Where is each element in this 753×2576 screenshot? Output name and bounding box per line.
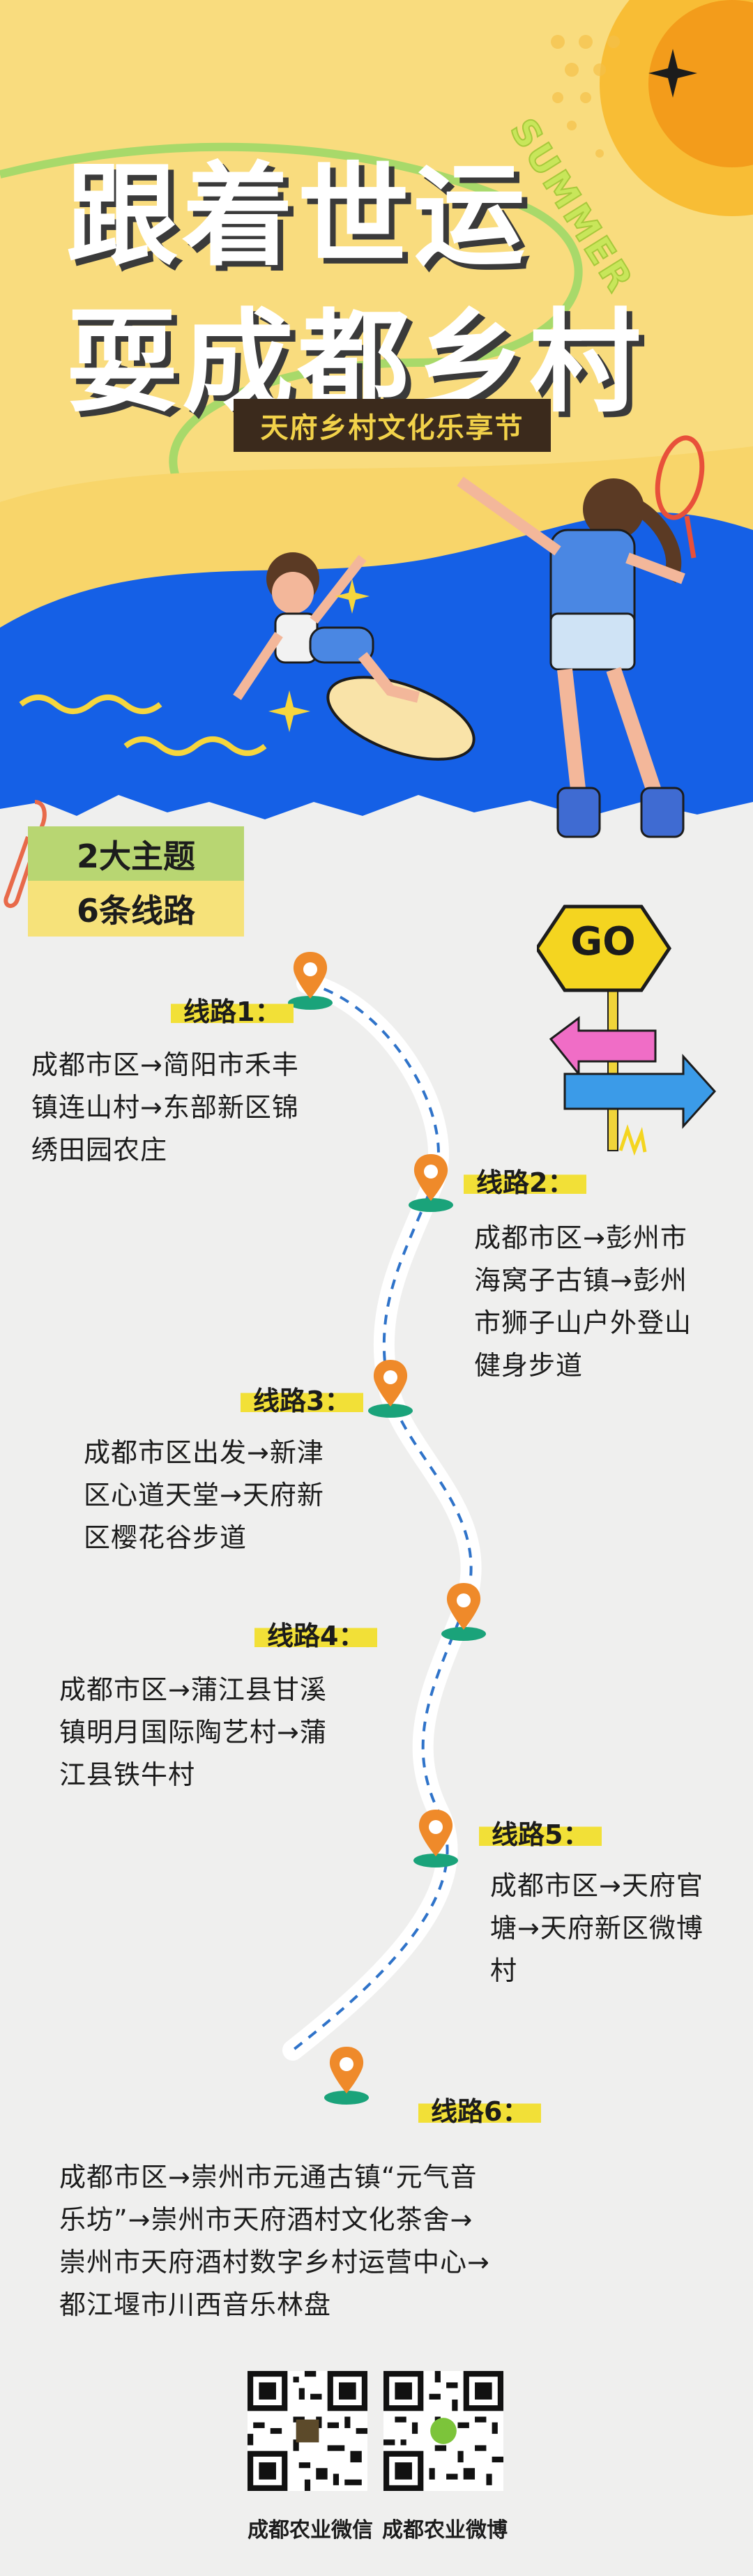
route-3-description: 成都市区出发→新津 区心道天堂→天府新 区樱花谷步道	[84, 1432, 324, 1559]
qr-code-icon	[383, 2371, 503, 2491]
wechat-caption: 成都农业微信	[248, 2518, 373, 2543]
route-6-line: 成都市区→崇州市元通古镇“元气音	[59, 2162, 478, 2192]
route-1-label: 线路1：	[171, 990, 294, 1029]
themes-badge: 2大主题	[28, 826, 244, 882]
route-2-line: 市狮子山户外登山	[474, 1308, 692, 1338]
route-6-line: 乐坊”→崇州市天府酒村文化茶舍→	[59, 2204, 473, 2235]
paperclip-icon	[3, 800, 47, 908]
location-pin-icon	[368, 1360, 413, 1418]
route-5-label: 线路5：	[479, 1813, 602, 1851]
route-5-line: 成都市区→天府官	[490, 1870, 703, 1901]
route-2-line: 健身步道	[474, 1350, 584, 1381]
route-6-description: 成都市区→崇州市元通古镇“元气音 乐坊”→崇州市天府酒村文化茶舍→ 崇州市天府酒…	[59, 2156, 490, 2326]
route-4-line: 江县铁牛村	[59, 1759, 196, 1790]
route-5-line: 塘→天府新区微博	[490, 1913, 703, 1944]
routes-badge: 6条线路	[28, 881, 244, 937]
location-pin-icon	[288, 952, 333, 1010]
route-2-line: 成都市区→彭州市	[474, 1222, 687, 1253]
hero-section: 跟着世运 耍成都乡村 SUMMER 天府乡村文化乐享节	[0, 0, 753, 907]
location-pin-icon	[413, 1810, 458, 1867]
sparkle-icon	[268, 690, 310, 732]
subtitle-banner: 天府乡村文化乐享节	[234, 399, 551, 452]
route-1-line: 成都市区→简阳市禾丰	[31, 1050, 299, 1080]
go-sign: GO	[537, 900, 725, 1165]
star-icon	[648, 49, 697, 98]
hero-background	[0, 0, 753, 907]
route-3-line: 成都市区出发→新津	[84, 1437, 324, 1468]
route-1-description: 成都市区→简阳市禾丰 镇连山村→东部新区锦 绣田园农庄	[31, 1044, 299, 1172]
route-2-label: 线路2：	[464, 1161, 587, 1199]
route-3-line: 区心道天堂→天府新	[84, 1480, 324, 1510]
route-5-line: 村	[490, 1955, 518, 1986]
route-1-line: 镇连山村→东部新区锦	[31, 1092, 299, 1123]
weibo-qr-code[interactable]	[383, 2371, 503, 2491]
go-sign-text: GO	[570, 919, 636, 964]
location-pin-icon	[324, 2047, 369, 2105]
location-pin-icon	[441, 1583, 486, 1641]
route-2-line: 海窝子古镇→彭州	[474, 1265, 687, 1296]
wechat-qr-code[interactable]	[248, 2371, 367, 2491]
route-6-line: 崇州市天府酒村数字乡村运营中心→	[59, 2247, 490, 2278]
route-6-label: 线路6：	[418, 2090, 542, 2128]
route-2-description: 成都市区→彭州市 海窝子古镇→彭州 市狮子山户外登山 健身步道	[474, 1217, 692, 1387]
location-pin-icon	[409, 1154, 453, 1212]
route-3-line: 区樱花谷步道	[84, 1522, 248, 1553]
page-title-line-1: 跟着世运	[66, 151, 530, 281]
route-5-description: 成都市区→天府官 塘→天府新区微博 村	[490, 1865, 703, 1992]
route-6-line: 都江堰市川西音乐林盘	[59, 2289, 332, 2320]
themes-badge-text: 2大主题	[76, 838, 195, 875]
route-4-description: 成都市区→蒲江县甘溪 镇明月国际陶艺村→蒲 江县铁牛村	[59, 1669, 327, 1796]
route-3-label: 线路3：	[241, 1379, 364, 1418]
route-4-line: 成都市区→蒲江县甘溪	[59, 1674, 327, 1705]
weibo-caption: 成都农业微博	[382, 2518, 508, 2543]
sparkle-icon	[335, 579, 370, 614]
route-4-line: 镇明月国际陶艺村→蒲	[59, 1717, 327, 1748]
route-1-line: 绣田园农庄	[31, 1135, 168, 1165]
routes-badge-text: 6条线路	[76, 892, 195, 930]
qr-code-icon	[248, 2371, 367, 2491]
direction-arrow-icon	[537, 904, 717, 1156]
route-4-label: 线路4：	[254, 1614, 378, 1653]
subtitle-text: 天府乡村文化乐享节	[260, 412, 524, 444]
